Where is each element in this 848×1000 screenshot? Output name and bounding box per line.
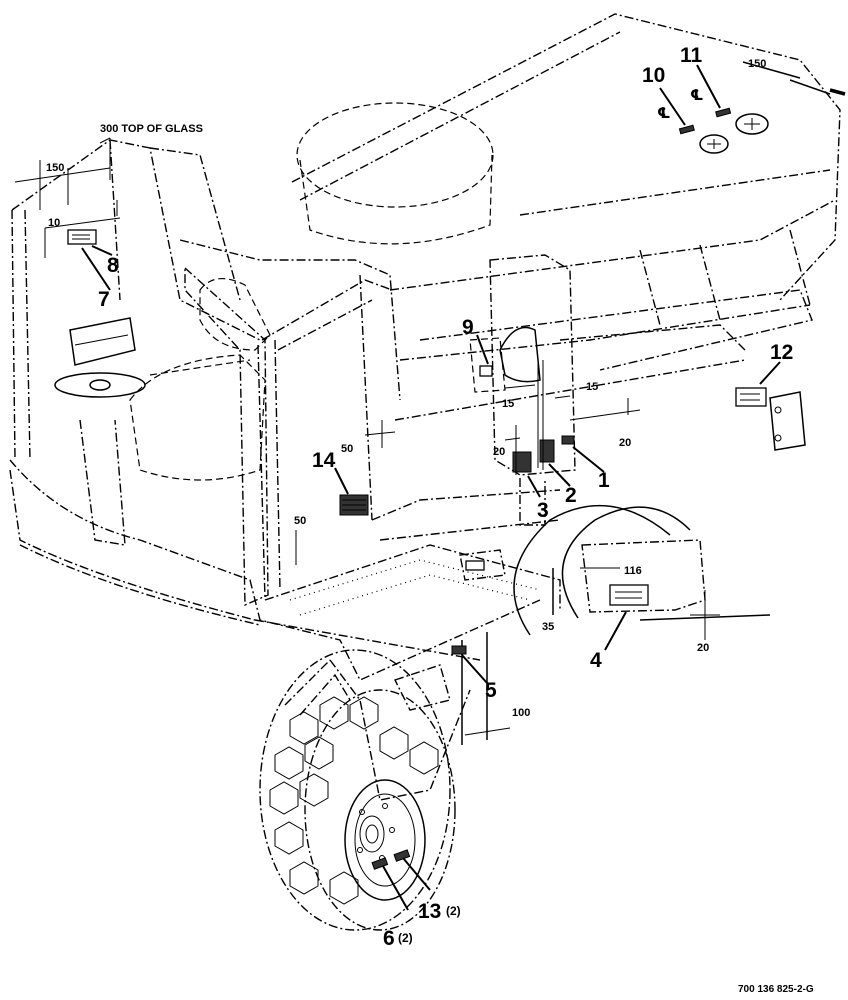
dim-10: 10	[48, 217, 60, 229]
decal-1	[561, 435, 575, 445]
callout-10: 10	[642, 64, 665, 87]
callout-3: 3	[537, 499, 549, 522]
filler-cap	[735, 113, 769, 135]
dim-150-top: 150	[748, 58, 766, 70]
callout-13-qty: (2)	[446, 904, 461, 918]
callout-6: 6	[383, 927, 395, 950]
callout-6-qty: (2)	[398, 931, 413, 945]
dim-20-left: 20	[493, 446, 505, 458]
decal-10	[678, 124, 695, 135]
callout-4: 4	[590, 649, 602, 672]
decal-3	[512, 451, 532, 473]
dim-150-cab: 150	[46, 162, 64, 174]
dim-35: 35	[542, 621, 554, 633]
callout-13: 13	[418, 900, 441, 923]
decal-11	[715, 107, 732, 118]
drawing-reference: 700 136 825-2-G	[738, 984, 814, 995]
centerline-mark-b: ℄	[690, 87, 703, 104]
dim-100: 100	[512, 707, 530, 719]
dim-20-side: 20	[619, 437, 631, 449]
decal-5	[451, 645, 467, 655]
dim-116: 116	[624, 565, 642, 577]
filler-cap	[699, 134, 729, 154]
machine-outline	[9, 13, 841, 801]
decal-8	[67, 229, 97, 245]
callout-11: 11	[680, 44, 703, 67]
dim-50-lower: 50	[294, 515, 306, 527]
decal-2	[539, 439, 555, 463]
callout-2: 2	[565, 484, 577, 507]
callout-9: 9	[462, 316, 474, 339]
callout-1: 1	[598, 469, 610, 492]
dimension-lines	[14, 61, 846, 736]
dim-20-inset: 20	[697, 642, 709, 654]
callout-12: 12	[770, 341, 793, 364]
centerline-mark-a: ℄	[657, 105, 670, 122]
decal-12	[735, 387, 767, 407]
callout-7: 7	[98, 288, 110, 311]
leader-lines	[81, 64, 781, 911]
note-top-of-glass: 300 TOP OF GLASS	[100, 123, 203, 135]
decal-9	[479, 365, 493, 377]
front-wheel	[259, 649, 456, 931]
callout-8: 8	[107, 254, 119, 277]
callout-5: 5	[485, 679, 497, 702]
dim-15-b: 15	[586, 381, 598, 393]
dim-50-upper: 50	[341, 443, 353, 455]
callout-14: 14	[312, 449, 336, 472]
dim-15-a: 15	[502, 398, 514, 410]
